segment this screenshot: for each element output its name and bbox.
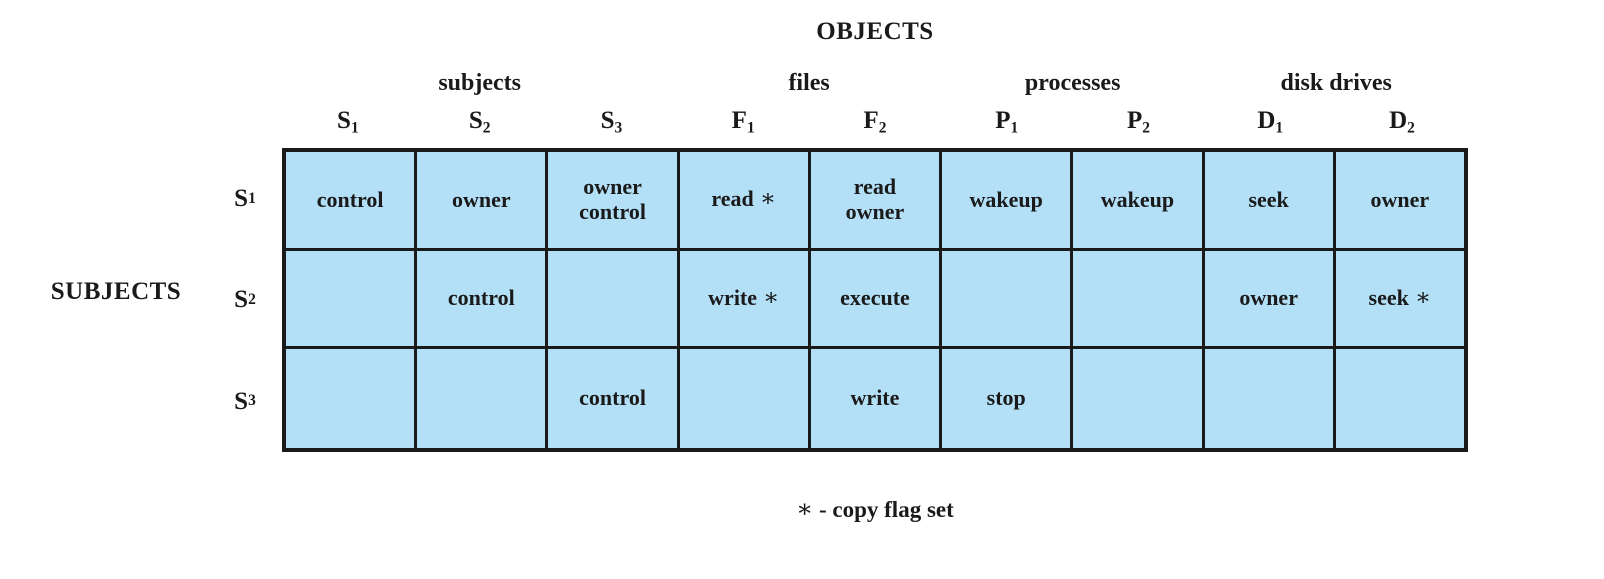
cell-text: execute <box>840 285 910 311</box>
matrix-row: control write stop <box>286 349 1464 448</box>
column-group-label-disk-drives: disk drives <box>1280 70 1392 96</box>
footnote-text: - copy flag set <box>818 497 954 522</box>
asterisk-icon: ∗ <box>796 496 814 523</box>
matrix-cell-S3-D1[interactable] <box>1204 349 1336 448</box>
cell-text: owner <box>452 186 511 212</box>
column-header-S2: S2 <box>468 107 491 137</box>
matrix-cell-S2-S1[interactable] <box>286 250 418 347</box>
cell-text: wakeup <box>969 186 1043 212</box>
copy-flag-asterisk-icon: ∗ <box>753 186 777 213</box>
matrix-cell-S3-F2[interactable]: write <box>810 349 943 448</box>
subjects-title: SUBJECTS <box>50 278 182 305</box>
cell-text: owner <box>845 198 905 224</box>
column-group-header-row: subjects files processes disk drives <box>282 70 1468 97</box>
matrix-cell-S3-S2[interactable] <box>417 349 549 448</box>
copy-flag-asterisk-icon: ∗ <box>757 285 780 312</box>
matrix-cell-S2-D1[interactable]: owner <box>1204 250 1336 347</box>
matrix-cell-S2-S3[interactable] <box>548 250 680 347</box>
column-header-S1: S1 <box>337 107 359 137</box>
cell-text: seek <box>1248 186 1289 212</box>
matrix-cell-S2-P2[interactable] <box>1073 250 1205 347</box>
matrix-cell-S1-S2[interactable]: owner <box>417 152 549 248</box>
matrix-row: control write ∗ execute owner seek ∗ <box>286 250 1464 350</box>
cell-text: control <box>579 198 646 224</box>
column-group-label-files: files <box>788 70 830 96</box>
matrix-cell-S1-F1[interactable]: read ∗ <box>679 152 811 248</box>
matrix-cell-S2-S2[interactable]: control <box>417 250 549 347</box>
column-header-D2: D2 <box>1389 107 1415 137</box>
matrix-cell-S2-P1[interactable] <box>942 250 1074 347</box>
cell-text: control <box>316 186 384 212</box>
matrix-cell-S2-F2[interactable]: execute <box>810 250 943 347</box>
cell-text: read ∗ <box>711 186 777 213</box>
column-group-label-processes: processes <box>1024 70 1121 96</box>
matrix-cell-S3-P2[interactable] <box>1073 349 1205 448</box>
cell-text: write <box>850 385 900 411</box>
column-header-P1: P1 <box>995 107 1019 137</box>
matrix-cell-S1-D1[interactable]: seek <box>1204 152 1336 248</box>
matrix-cell-S3-F1[interactable] <box>679 349 811 448</box>
matrix-cell-S3-S1[interactable] <box>286 349 418 448</box>
cell-text: wakeup <box>1100 186 1175 212</box>
matrix-cell-S3-D2[interactable] <box>1335 349 1464 448</box>
copy-flag-asterisk-icon: ∗ <box>1408 285 1432 312</box>
cell-text: stop <box>986 385 1026 411</box>
column-header-D1: D1 <box>1257 107 1284 137</box>
matrix-cell-S1-D2[interactable]: owner <box>1335 152 1464 248</box>
cell-text: owner <box>583 174 642 200</box>
matrix-cell-S1-P2[interactable]: wakeup <box>1073 152 1205 248</box>
matrix-cell-S2-F1[interactable]: write ∗ <box>679 250 811 347</box>
column-header-F2: F2 <box>863 107 887 137</box>
column-header-P2: P2 <box>1126 107 1150 137</box>
matrix-cell-S3-S3[interactable]: control <box>548 349 680 448</box>
cell-text: read <box>853 174 897 200</box>
matrix-cell-S1-S1[interactable]: control <box>286 152 418 248</box>
copy-flag-footnote: ∗ - copy flag set <box>282 494 1468 524</box>
matrix-cell-S1-P1[interactable]: wakeup <box>942 152 1074 248</box>
column-header-F1: F1 <box>731 107 755 137</box>
column-header-row: S1 S2 S3 F1 F2 P1 P2 D1 D2 <box>282 107 1468 137</box>
objects-title: OBJECTS <box>816 18 934 45</box>
cell-text: owner <box>1239 285 1298 311</box>
matrix-cell-S3-P1[interactable]: stop <box>942 349 1074 448</box>
column-group-label-subjects: subjects <box>438 70 521 96</box>
cell-text: control <box>579 385 646 411</box>
cell-text: seek ∗ <box>1368 285 1432 312</box>
cell-text: write ∗ <box>708 285 780 312</box>
cell-text: control <box>447 285 515 311</box>
column-header-S3: S3 <box>600 107 623 137</box>
matrix-cell-S2-D2[interactable]: seek ∗ <box>1335 250 1464 347</box>
cell-text: owner <box>1370 186 1430 212</box>
